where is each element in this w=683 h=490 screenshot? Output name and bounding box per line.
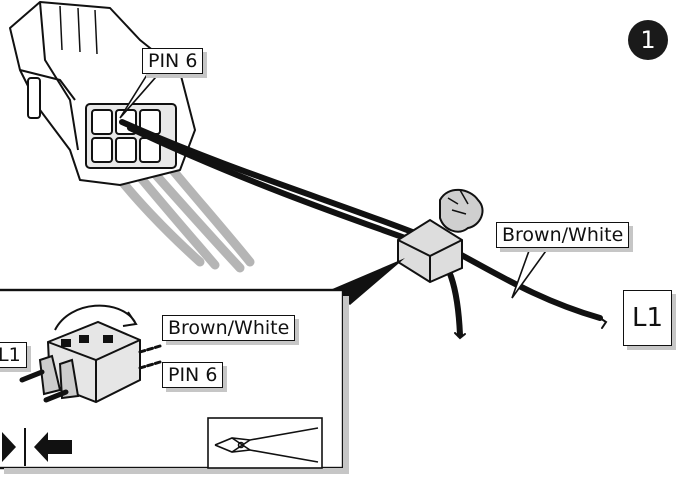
brown-white-label-main: Brown/White — [496, 222, 630, 248]
step-number-badge: 1 — [628, 20, 668, 60]
rotate-arrow-icon — [54, 304, 138, 331]
l1-label-detail: L1 — [0, 342, 27, 368]
detail-wire-nut — [38, 320, 141, 404]
connector-housing-icon — [9, 1, 196, 186]
detail-wires — [19, 344, 162, 403]
pin6-label-top: PIN 6 — [142, 48, 204, 74]
pliers-icon — [207, 417, 323, 469]
brown-white-label-detail: Brown/White — [162, 315, 296, 341]
l1-label-main: L1 — [623, 290, 673, 346]
push-arrows-icon — [2, 428, 72, 466]
wire-nut-connector-icon — [397, 188, 484, 284]
pin6-label-detail: PIN 6 — [162, 362, 224, 388]
